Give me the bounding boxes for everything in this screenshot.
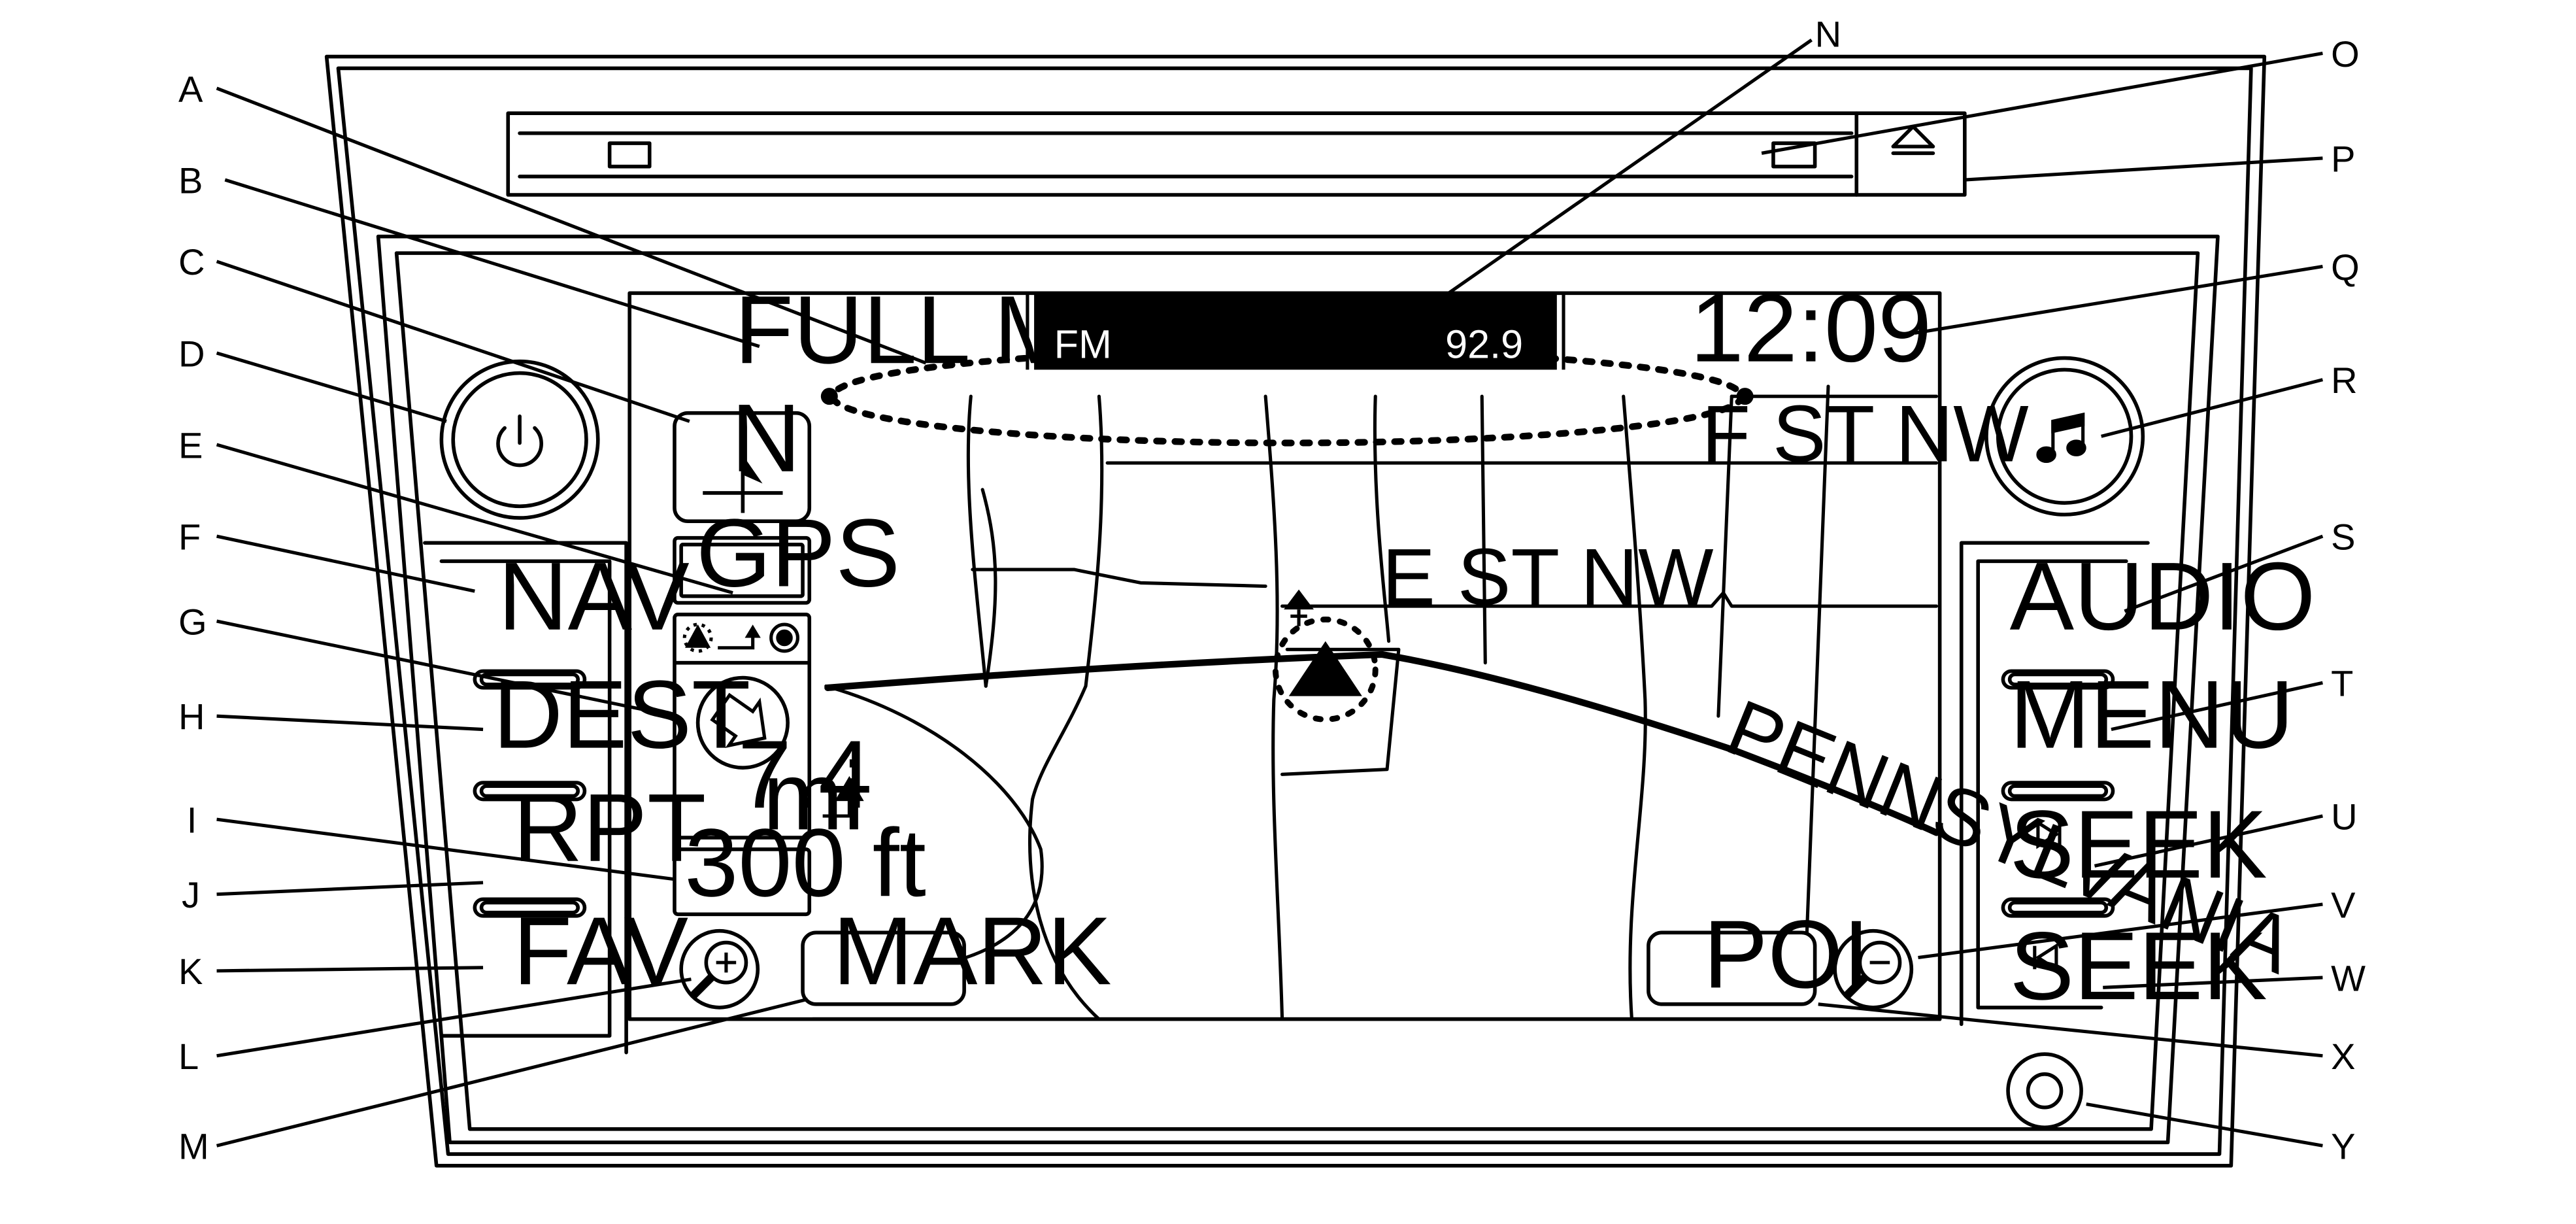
- callout-f: F: [178, 516, 201, 557]
- seek-button-bar[interactable]: [2001, 897, 2115, 918]
- radio-info-bar: [1034, 293, 1557, 370]
- vehicle-position-ring: [1272, 617, 1379, 722]
- callout-i: I: [187, 799, 197, 840]
- menu-button-bar[interactable]: [2001, 781, 2115, 802]
- rpt-button-bar[interactable]: [473, 897, 587, 918]
- eject-button[interactable]: [1891, 124, 1935, 156]
- band-label: FM: [1054, 322, 1112, 367]
- tune-knob[interactable]: [2006, 1052, 2083, 1130]
- map-scale-box: [673, 847, 812, 917]
- callout-letters: A B C D E F G H I J K L M N O P Q R S T …: [178, 13, 2366, 1166]
- callout-s: S: [2331, 516, 2355, 557]
- callout-c: C: [178, 241, 205, 282]
- dest-label: DEST: [493, 661, 750, 769]
- callout-m: M: [178, 1126, 209, 1167]
- zoom-in-icon: [716, 952, 737, 973]
- cd-slot[interactable]: [506, 111, 1967, 197]
- callout-u: U: [2331, 796, 2357, 837]
- turn-unit-label: mi: [763, 742, 865, 850]
- dest-button-bar[interactable]: [473, 781, 587, 802]
- seek-back-label: SEEK: [2010, 912, 2267, 1020]
- map-scale-label: 300 ft: [684, 809, 926, 917]
- nav-label: NAV: [498, 543, 690, 651]
- poi-label: POI: [1703, 900, 1869, 1008]
- turn-arrow-icon: [710, 692, 767, 749]
- audio-button-bar[interactable]: [2001, 669, 2115, 690]
- music-note-icon: [2036, 413, 2086, 464]
- callout-o: O: [2331, 33, 2360, 75]
- frequency-label: 92.9: [1445, 322, 1523, 367]
- mark-label: MARK: [833, 897, 1112, 1005]
- street-label-f: F ST NW: [1701, 389, 2028, 479]
- turn-distance-label: 7.4: [738, 721, 872, 828]
- zoom-in-button[interactable]: [679, 928, 760, 1010]
- callout-g: G: [178, 601, 207, 642]
- callout-x: X: [2331, 1036, 2355, 1077]
- poi-button[interactable]: [1647, 930, 1817, 1006]
- callout-l: L: [178, 1036, 199, 1077]
- power-icon: [496, 414, 543, 468]
- callout-v: V: [2331, 884, 2356, 925]
- turn-type-icons: [682, 622, 799, 653]
- zoom-out-button[interactable]: [1833, 928, 1914, 1010]
- fav-label: FAV: [513, 897, 688, 1005]
- callout-t: T: [2331, 663, 2353, 704]
- left-button-panel: [423, 541, 628, 1055]
- mark-button[interactable]: [801, 930, 966, 1006]
- seek-forward-label: SEEK: [2010, 790, 2267, 898]
- street-label-e: E ST NW: [1382, 532, 1713, 622]
- rpt-label: RPT: [513, 774, 706, 882]
- callout-r: R: [2331, 360, 2357, 401]
- clock-label: 12:09: [1690, 275, 1932, 382]
- map-roads: [824, 384, 1939, 1021]
- route-line: [824, 651, 1940, 836]
- menu-label: MENU: [2010, 661, 2294, 769]
- callout-e: E: [178, 424, 203, 466]
- north-arrow-icon: [741, 452, 763, 484]
- destination-flag-icon: [1284, 589, 1314, 610]
- power-knob[interactable]: [439, 359, 600, 520]
- next-turn-icon: [822, 775, 864, 818]
- audio-knob[interactable]: [1984, 356, 2145, 517]
- gps-label: GPS: [696, 500, 900, 607]
- callout-b: B: [178, 160, 203, 201]
- callout-q: Q: [2331, 246, 2360, 288]
- vehicle-position-icon: [1288, 641, 1362, 696]
- callout-w: W: [2331, 957, 2366, 998]
- right-button-panel: [1959, 541, 2150, 1027]
- callout-y: Y: [2331, 1126, 2355, 1167]
- radio-bezel: [324, 54, 2267, 1168]
- button-labels: NAV DEST RPT FAV AUDIO MENU SEEK SEEK: [493, 543, 2315, 1020]
- callout-j: J: [182, 874, 200, 915]
- north-label: N: [731, 384, 801, 492]
- full-map-label: FULL MAP: [735, 276, 1203, 384]
- skip-forward-icon: [2036, 819, 2062, 849]
- callout-n: N: [1815, 13, 1841, 54]
- callout-p: P: [2331, 138, 2355, 179]
- audio-label: AUDIO: [2010, 543, 2316, 651]
- callout-d: D: [178, 333, 205, 374]
- turn-guidance-panel: [673, 613, 812, 840]
- skip-back-icon: [2033, 943, 2058, 972]
- leader-lines: [216, 39, 2324, 1148]
- callout-a: A: [178, 68, 203, 109]
- callout-h: H: [178, 696, 205, 738]
- callout-k: K: [178, 951, 203, 992]
